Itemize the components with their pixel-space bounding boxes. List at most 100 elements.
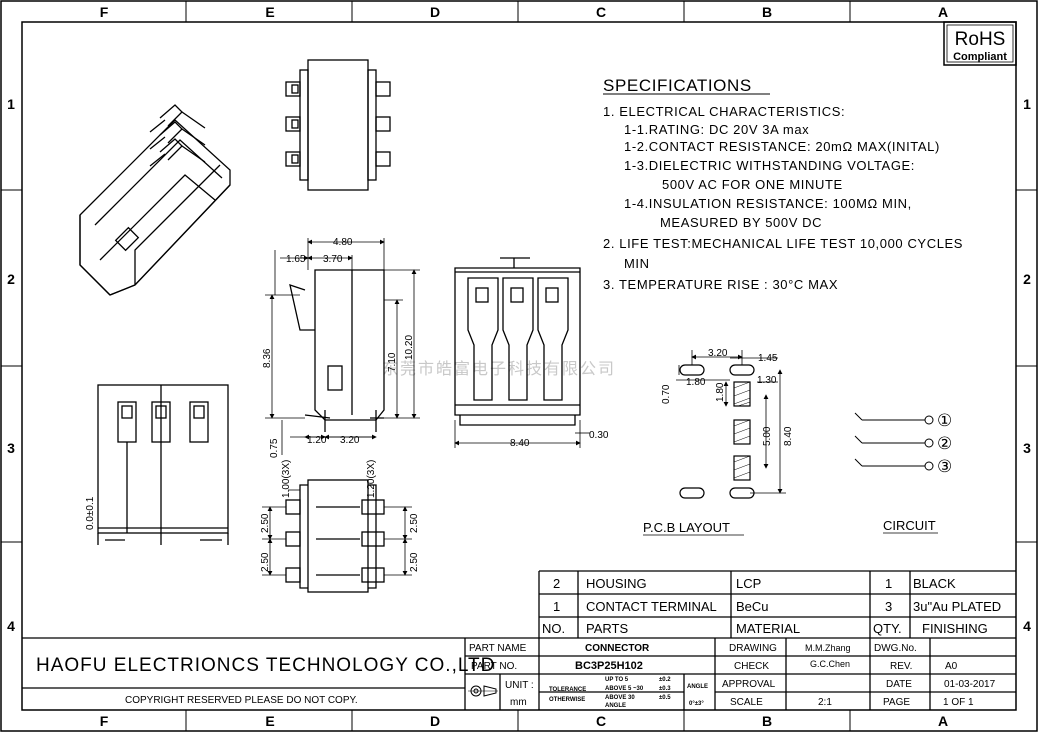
- rev-value: A0: [945, 661, 958, 672]
- tol-value: ±0.3: [659, 686, 671, 692]
- approval-label: APPROVAL: [722, 679, 776, 690]
- col-label: A: [938, 713, 948, 729]
- col-label: F: [100, 713, 109, 729]
- dim-label: 1.00(3X): [281, 460, 292, 498]
- isometric-view: [79, 104, 231, 296]
- title-block-grid: [22, 637, 1016, 710]
- date-value: 01-03-2017: [944, 679, 996, 690]
- row-label: 4: [7, 618, 15, 634]
- unit-label: UNIT :: [505, 680, 534, 691]
- bottom-view-dim-labels: 1.00(3X) 1.20(3X) 2.50 2.50 2.50 2.50: [260, 460, 420, 572]
- part-name: CONNECTOR: [585, 643, 650, 654]
- col-label: B: [762, 713, 772, 729]
- rohs-subtitle: Compliant: [953, 51, 1007, 63]
- dim-label: 1.20: [307, 435, 327, 446]
- dim-label: 7.10: [387, 352, 398, 372]
- page-label: PAGE: [883, 697, 910, 708]
- row-label: 1: [7, 96, 15, 112]
- col-label: B: [762, 4, 772, 20]
- dim-label: 1.80: [715, 382, 726, 402]
- part-name-label: PART NAME: [469, 643, 527, 654]
- title-block: HAOFU ELECTRIONCS TECHNOLOGY CO.,LTD COP…: [36, 643, 996, 709]
- tol-value: ±0.5: [659, 695, 671, 701]
- watermark: 东莞市皓富电子科技有限公司: [382, 360, 616, 378]
- pcb-dim-labels: 3.20 1.45 0.70 1.80 1.30 1.80 5.00 8.40: [661, 348, 794, 446]
- dim-label: 0.30: [589, 430, 609, 441]
- col-label: C: [596, 713, 606, 729]
- col-label: C: [596, 4, 606, 20]
- unit-value: mm: [510, 697, 527, 708]
- dim-label: 8.36: [262, 348, 273, 368]
- bom-part: CONTACT TERMINAL: [586, 599, 717, 614]
- circuit-diagram: [854, 412, 934, 471]
- col-label: D: [430, 4, 440, 20]
- dim-label: 10.20: [404, 335, 415, 360]
- dim-label: 1.45: [758, 353, 778, 364]
- pin-label: ①: [937, 411, 952, 430]
- bom-header-parts: PARTS: [586, 621, 628, 636]
- spec-line: 1. ELECTRICAL CHARACTERISTICS:: [603, 104, 845, 119]
- tol-range: UP TO 5: [605, 677, 629, 683]
- spec-line: MEASURED BY 500V DC: [660, 215, 822, 230]
- dim-label: 0.70: [661, 384, 672, 404]
- side-view-dim-labels: 4.80 1.65 3.70 8.36 7.10 10.20 0.75 1.20…: [262, 237, 415, 458]
- dim-label: 8.40: [783, 426, 794, 446]
- spec-line: MIN: [624, 256, 650, 271]
- part-no: BC3P25H102: [575, 660, 643, 672]
- top-view: [285, 59, 391, 191]
- bom-finishing: 3u"Au PLATED: [913, 599, 1001, 614]
- rear-view: [97, 384, 229, 545]
- dim-label: 1.65: [286, 254, 306, 265]
- company-name: HAOFU ELECTRIONCS TECHNOLOGY CO.,LTD: [36, 655, 495, 676]
- angle-label: ANGLE: [687, 684, 708, 690]
- dim-label: 1.20(3X): [366, 460, 377, 498]
- spec-line: 1-1.RATING: DC 20V 3A max: [624, 122, 809, 137]
- part-no-label: PART NO.: [471, 661, 517, 672]
- circuit-label: CIRCUIT: [883, 518, 936, 533]
- dim-label: 2.50: [260, 513, 271, 533]
- pin-label: ③: [937, 457, 952, 476]
- row-label: 2: [1023, 271, 1031, 287]
- rohs-title: RoHS: [955, 29, 1006, 50]
- side-view-dims: [265, 238, 420, 455]
- tol-angle-small: ANGLE: [605, 703, 626, 709]
- row-label: 3: [7, 440, 15, 456]
- dim-label: 3.20: [708, 348, 728, 359]
- rohs-badge: RoHS Compliant: [943, 21, 1017, 66]
- spec-line: 2. LIFE TEST:MECHANICAL LIFE TEST 10,000…: [603, 236, 963, 251]
- dim-label: 0.0±0.1: [85, 496, 96, 530]
- bom-material: LCP: [736, 576, 761, 591]
- col-label: E: [265, 4, 274, 20]
- spec-line: 3. TEMPERATURE RISE : 30°C MAX: [603, 277, 838, 292]
- dim-label: 5.00: [762, 426, 773, 446]
- scale-label: SCALE: [730, 697, 763, 708]
- dim-label: 1.30: [757, 375, 777, 386]
- bom-header-finishing: FINISHING: [922, 621, 988, 636]
- otherwise-label: OTHERWISE: [549, 697, 585, 703]
- col-label: E: [265, 713, 274, 729]
- dim-label: 3.20: [340, 435, 360, 446]
- bom-header-no: NO.: [542, 621, 565, 636]
- bom-qty: 1: [885, 576, 892, 591]
- spec-line: 1-3.DIELECTRIC WITHSTANDING VOLTAGE:: [624, 158, 915, 173]
- dim-label: 3.70: [323, 254, 343, 265]
- pin-label: ②: [937, 434, 952, 453]
- dim-label: 2.50: [409, 552, 420, 572]
- col-label: D: [430, 713, 440, 729]
- spec-line: 500V AC FOR ONE MINUTE: [662, 177, 843, 192]
- dim-label: 8.40: [510, 438, 530, 449]
- tol-value: ±0.2: [659, 677, 671, 683]
- row-label: 4: [1023, 618, 1031, 634]
- tol-range: ABOVE 5 ~30: [605, 686, 644, 692]
- rev-label: REV.: [890, 661, 912, 672]
- pcb-dims: [676, 350, 786, 494]
- col-label: A: [938, 4, 948, 20]
- dwg-no-label: DWG.No.: [874, 643, 917, 654]
- row-label: 1: [1023, 96, 1031, 112]
- frame-labels: F E D C B A F E D C B A 1 2 3 4 1 2 3 4: [7, 4, 1031, 729]
- drawing-label: DRAWING: [729, 643, 777, 654]
- row-label: 3: [1023, 440, 1031, 456]
- bom-text: 2 HOUSING LCP 1 BLACK 1 CONTACT TERMINAL…: [542, 576, 1001, 636]
